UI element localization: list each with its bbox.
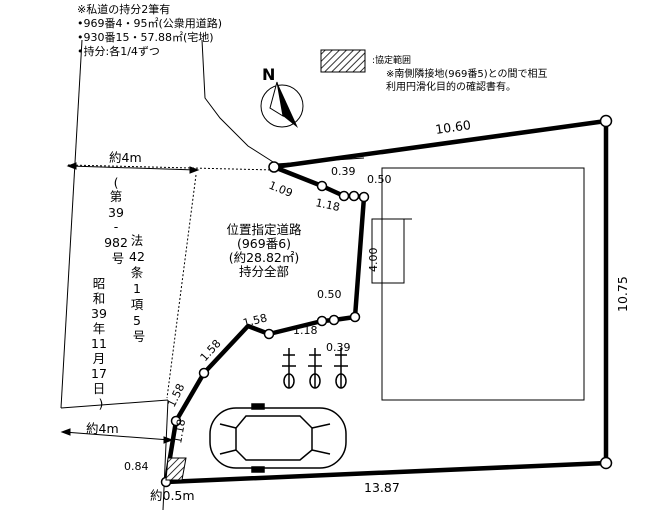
road-title: 位置指定道路 bbox=[226, 222, 302, 237]
legend-label: :協定範囲 bbox=[372, 54, 411, 66]
dim-0-39-mid: 0.39 bbox=[326, 341, 351, 354]
legend-note-2: 利用円滑化目的の確認書有。 bbox=[386, 80, 516, 93]
dim-front: 約0.5m bbox=[150, 488, 195, 503]
dim-1-58-b: 1.58 bbox=[198, 337, 224, 364]
note-line-4: •持分:各1/4ずつ bbox=[77, 44, 160, 58]
dotted-lines bbox=[67, 164, 275, 399]
dim-0-50-top: 0.50 bbox=[367, 173, 392, 186]
car-icon bbox=[209, 403, 347, 473]
dim-1-58-a: 1.58 bbox=[242, 311, 269, 330]
road-label: 位置指定道路 (969番6) (約28.82㎡) 持分全部 bbox=[226, 222, 302, 279]
legend-note-1: ※南側隣接地(969番5)との間で相互 bbox=[386, 67, 548, 80]
legend: :協定範囲 ※南側隣接地(969番5)との間で相互 利用円滑化目的の確認書有。 bbox=[372, 54, 548, 93]
dim-top: 10.60 bbox=[434, 117, 472, 137]
road-lot: (969番6) bbox=[237, 236, 291, 251]
dimension-labels: 10.60 10.75 13.87 約4m 約4m 約0.5m 1.09 1.1… bbox=[86, 117, 630, 503]
dim-bottom: 13.87 bbox=[364, 480, 400, 495]
width-arrows bbox=[60, 162, 200, 444]
vertical-col-2: 法 42 条 1 項 5 号 bbox=[129, 233, 149, 344]
agreement-area bbox=[165, 457, 187, 481]
compass-letter: N bbox=[262, 65, 275, 84]
dim-road-width-top: 約4m bbox=[109, 150, 142, 165]
dim-1-18-mid: 1.18 bbox=[293, 324, 318, 337]
dim-4-00: 4.00 bbox=[367, 248, 380, 273]
dim-road-width-bottom: 約4m bbox=[86, 421, 119, 436]
permit-vertical-text: ( 第 39 - 982 号 法 42 条 1 項 5 号 昭 和 39 年 1… bbox=[91, 175, 149, 411]
dim-0-84: 0.84 bbox=[124, 460, 149, 473]
dim-0-39-top: 0.39 bbox=[331, 165, 356, 178]
vertical-col-3: 昭 和 39 年 11 月 17 日 ) bbox=[91, 276, 111, 411]
dim-0-50-mid: 0.50 bbox=[317, 288, 342, 301]
bicycle-icon-1 bbox=[282, 348, 296, 389]
dim-1-18-low: 1.18 bbox=[171, 418, 188, 444]
private-road-notes: ※私道の持分2筆有 •969番4・95㎡(公衆用道路) •930番15・57.8… bbox=[77, 2, 222, 58]
dim-1-09: 1.09 bbox=[267, 179, 295, 200]
boundary-points bbox=[160, 114, 613, 488]
road-share: 持分全部 bbox=[239, 264, 289, 279]
dim-1-18-top: 1.18 bbox=[314, 196, 341, 214]
bicycle-icon-3 bbox=[334, 348, 348, 389]
legend-swatch bbox=[320, 49, 366, 73]
building bbox=[371, 167, 585, 401]
vertical-col-1: ( 第 39 - 982 号 bbox=[104, 175, 132, 266]
road-area: (約28.82㎡) bbox=[229, 250, 300, 265]
north-compass: N bbox=[260, 65, 304, 128]
note-line-1: ※私道の持分2筆有 bbox=[77, 2, 170, 16]
property-boundary bbox=[165, 118, 609, 485]
note-line-3: •930番15・57.88㎡(宅地) bbox=[77, 30, 214, 44]
note-line-2: •969番4・95㎡(公衆用道路) bbox=[77, 16, 222, 30]
bicycle-icon-2 bbox=[308, 348, 322, 389]
bicycle-icons bbox=[282, 348, 348, 389]
dim-right: 10.75 bbox=[615, 276, 630, 312]
